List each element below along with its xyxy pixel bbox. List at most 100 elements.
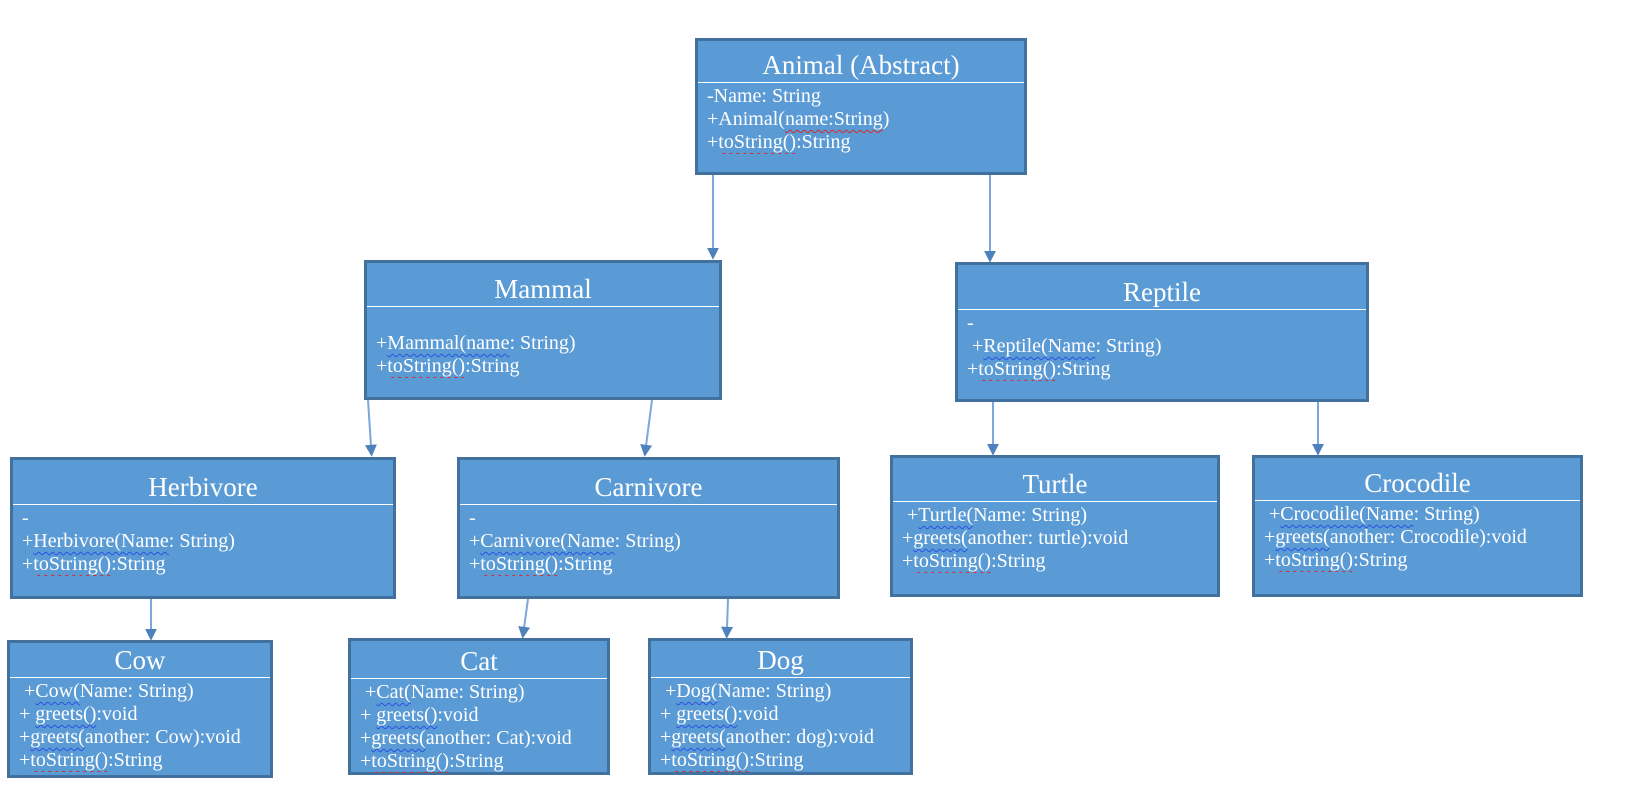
member-text: + xyxy=(19,749,31,771)
class-title-cat: Cat xyxy=(351,641,607,679)
member-text: :void xyxy=(96,703,138,725)
member-text-squiggle-red: toString() xyxy=(371,750,450,772)
member-line: +greets(another: Cat):void xyxy=(360,727,603,750)
class-title-cow: Cow xyxy=(10,643,270,678)
member-line: + greets():void xyxy=(660,703,906,726)
member-text-squiggle-red: toString() xyxy=(913,550,992,572)
class-title-crocodile: Crocodile xyxy=(1255,458,1580,501)
member-text: + xyxy=(22,553,34,575)
member-text: + xyxy=(469,553,481,575)
member-text: - xyxy=(22,507,29,529)
member-text: + xyxy=(376,332,388,354)
member-text-squiggle-red: toString() xyxy=(387,355,466,377)
member-text-squiggle-blue: greets() xyxy=(376,704,438,726)
member-text: another: dog):void xyxy=(725,726,875,748)
member-line: +greets(another: Crocodile):void xyxy=(1264,526,1576,549)
member-text: + xyxy=(360,681,377,703)
member-text: + xyxy=(22,530,34,552)
member-text: + xyxy=(469,530,481,552)
class-members-mammal: +Mammal(name: String)+toString():String xyxy=(367,307,719,378)
member-line: +greets(another: dog):void xyxy=(660,726,906,749)
class-members-cat: +Cat(Name: String)+ greets():void+greets… xyxy=(351,679,607,773)
member-text-squiggle-red: toString() xyxy=(33,553,112,575)
member-line: +Herbivore(Name: String) xyxy=(22,530,389,553)
member-text: Name: String) xyxy=(79,680,194,702)
member-line: +toString():String xyxy=(660,749,906,772)
class-box-turtle[interactable]: Turtle +Turtle(Name: String)+greets(anot… xyxy=(890,455,1220,597)
member-text-squiggle-red: toString() xyxy=(718,131,797,153)
member-text: another: Cat):void xyxy=(425,727,572,749)
member-text-squiggle-blue: greets() xyxy=(35,703,97,725)
member-text: + xyxy=(376,355,388,377)
class-title-herbivore: Herbivore xyxy=(13,460,393,505)
member-text: :String xyxy=(1056,358,1111,380)
member-text-squiggle-red: toString() xyxy=(671,749,750,771)
member-text: + xyxy=(19,680,36,702)
member-line: +Crocodile(Name: String) xyxy=(1264,503,1576,526)
class-box-reptile[interactable]: Reptile- +Reptile(Name: String)+toString… xyxy=(955,262,1369,402)
inheritance-connector-carnivore-to-dog[interactable] xyxy=(721,598,734,639)
member-text: :String xyxy=(465,355,520,377)
member-line: +toString():String xyxy=(967,358,1362,381)
inheritance-connector-mammal-to-herbivore[interactable] xyxy=(364,399,377,457)
member-text-squiggle-blue: greets( xyxy=(371,727,426,749)
member-line: +Carnivore(Name: String) xyxy=(469,530,833,553)
member-text: - xyxy=(967,312,974,334)
member-line: -Name: String xyxy=(707,85,1020,108)
member-text: :String xyxy=(108,749,163,771)
class-box-cow[interactable]: Cow +Cow(Name: String)+ greets():void+gr… xyxy=(7,640,273,778)
member-text: :String xyxy=(449,750,504,772)
class-members-turtle: +Turtle(Name: String)+greets(another: tu… xyxy=(893,502,1217,573)
class-title-dog: Dog xyxy=(651,641,910,678)
member-line: +Turtle(Name: String) xyxy=(902,504,1213,527)
class-box-dog[interactable]: Dog +Dog(Name: String)+ greets():void+gr… xyxy=(648,638,913,775)
member-line: +toString():String xyxy=(22,553,389,576)
class-box-herbivore[interactable]: Herbivore-+Herbivore(Name: String)+toStr… xyxy=(10,457,396,599)
class-box-cat[interactable]: Cat +Cat(Name: String)+ greets():void+gr… xyxy=(348,638,610,775)
member-text: + xyxy=(19,703,36,725)
class-members-carnivore: -+Carnivore(Name: String)+toString():Str… xyxy=(460,505,837,576)
member-text: : String) xyxy=(168,530,235,552)
member-line: +toString():String xyxy=(19,749,266,772)
member-text-squiggle-blue: Dog( xyxy=(676,680,718,702)
member-text: - xyxy=(469,507,476,529)
member-text: + xyxy=(660,703,677,725)
member-line: +Animal(name:String) xyxy=(707,108,1020,131)
class-title-mammal: Mammal xyxy=(367,263,719,307)
member-text: : String) xyxy=(1413,503,1480,525)
inheritance-connector-mammal-to-carnivore[interactable] xyxy=(640,399,653,457)
member-text: + xyxy=(660,680,677,702)
member-line: + greets():void xyxy=(360,704,603,727)
member-text-squiggle-blue: Cow( xyxy=(35,680,80,702)
member-text-squiggle-blue: Crocodile(Name xyxy=(1280,503,1414,525)
member-text: + xyxy=(1264,549,1276,571)
member-text-squiggle-red: toString() xyxy=(30,749,109,771)
member-text: + xyxy=(967,358,979,380)
member-text: :void xyxy=(737,703,779,725)
class-box-carnivore[interactable]: Carnivore-+Carnivore(Name: String)+toStr… xyxy=(457,457,840,599)
class-box-mammal[interactable]: Mammal +Mammal(name: String)+toString():… xyxy=(364,260,722,400)
class-box-animal[interactable]: Animal (Abstract)-Name: String+Animal(na… xyxy=(695,38,1027,175)
member-text-squiggle-blue: greets( xyxy=(913,527,968,549)
member-text: +Animal( xyxy=(707,108,785,130)
member-text: :void xyxy=(437,704,479,726)
member-text-squiggle-blue: greets() xyxy=(676,703,738,725)
member-text: :String xyxy=(558,553,613,575)
member-text-squiggle-red: name:String xyxy=(784,108,883,130)
member-text: + xyxy=(902,527,914,549)
member-text: another: Cow):void xyxy=(84,726,241,748)
class-box-crocodile[interactable]: Crocodile +Crocodile(Name: String)+greet… xyxy=(1252,455,1583,597)
member-line: - xyxy=(967,312,1362,335)
member-text: Name: String) xyxy=(410,681,525,703)
member-text: another: Crocodile):void xyxy=(1329,526,1527,548)
class-title-reptile: Reptile xyxy=(958,265,1366,310)
class-members-crocodile: +Crocodile(Name: String)+greets(another:… xyxy=(1255,501,1580,572)
class-title-turtle: Turtle xyxy=(893,458,1217,502)
member-line: +Dog(Name: String) xyxy=(660,680,906,703)
member-text-squiggle-blue: Cat( xyxy=(376,681,411,703)
member-text-squiggle-red: toString() xyxy=(978,358,1057,380)
member-text: + xyxy=(707,131,719,153)
member-text: : String) xyxy=(614,530,681,552)
member-text: -Name: String xyxy=(707,85,821,107)
inheritance-connector-carnivore-to-cat[interactable] xyxy=(518,598,531,639)
